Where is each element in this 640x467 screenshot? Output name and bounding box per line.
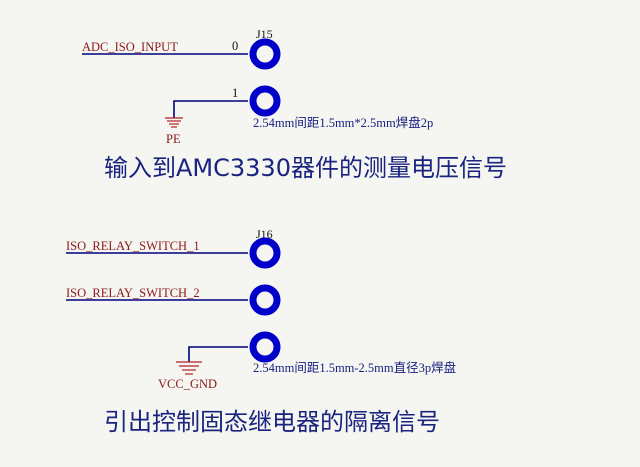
j15-footprint-note: 2.54mm间距1.5mm*2.5mm焊盘2p bbox=[253, 115, 433, 130]
net-label-iso-relay-switch-1: ISO_RELAY_SWITCH_1 bbox=[66, 239, 200, 253]
j15-pin-0-number: 0 bbox=[232, 39, 238, 53]
j15-pin-1-pad[interactable] bbox=[249, 85, 281, 117]
net-label-adc-iso-input: ADC_ISO_INPUT bbox=[82, 40, 178, 54]
ground-label-pe: PE bbox=[166, 132, 181, 146]
j15-pin-1-number: 1 bbox=[232, 86, 238, 100]
wire-vcc-gnd bbox=[188, 346, 248, 362]
ground-label-vcc-gnd: VCC_GND bbox=[158, 377, 217, 391]
caption-j15: 输入到AMC3330器件的测量电压信号 bbox=[104, 154, 507, 182]
j16-pin-1-pad[interactable] bbox=[249, 237, 281, 269]
j16-ref-designator: J16 bbox=[256, 227, 273, 241]
connector-j16[interactable]: J16 ISO_RELAY_SWITCH_1 ISO_RELAY_SWITCH_… bbox=[66, 227, 456, 391]
j16-footprint-note: 2.54mm间距1.5mm-2.5mm直径3p焊盘 bbox=[253, 360, 456, 375]
vcc-gnd-ground-symbol bbox=[176, 361, 202, 375]
j16-pin-2-pad[interactable] bbox=[249, 284, 281, 316]
j15-pin-0-pad[interactable] bbox=[249, 38, 281, 70]
net-label-iso-relay-switch-2: ISO_RELAY_SWITCH_2 bbox=[66, 286, 200, 300]
j16-pin-3-pad[interactable] bbox=[249, 331, 281, 363]
connector-j15[interactable]: J15 ADC_ISO_INPUT 0 1 PE 2.54mm间距1.5mm*2… bbox=[82, 27, 433, 146]
wire-pe bbox=[173, 100, 248, 118]
pe-ground-symbol bbox=[165, 117, 183, 128]
caption-j16: 引出控制固态继电器的隔离信号 bbox=[104, 408, 440, 436]
j15-ref-designator: J15 bbox=[256, 27, 273, 41]
